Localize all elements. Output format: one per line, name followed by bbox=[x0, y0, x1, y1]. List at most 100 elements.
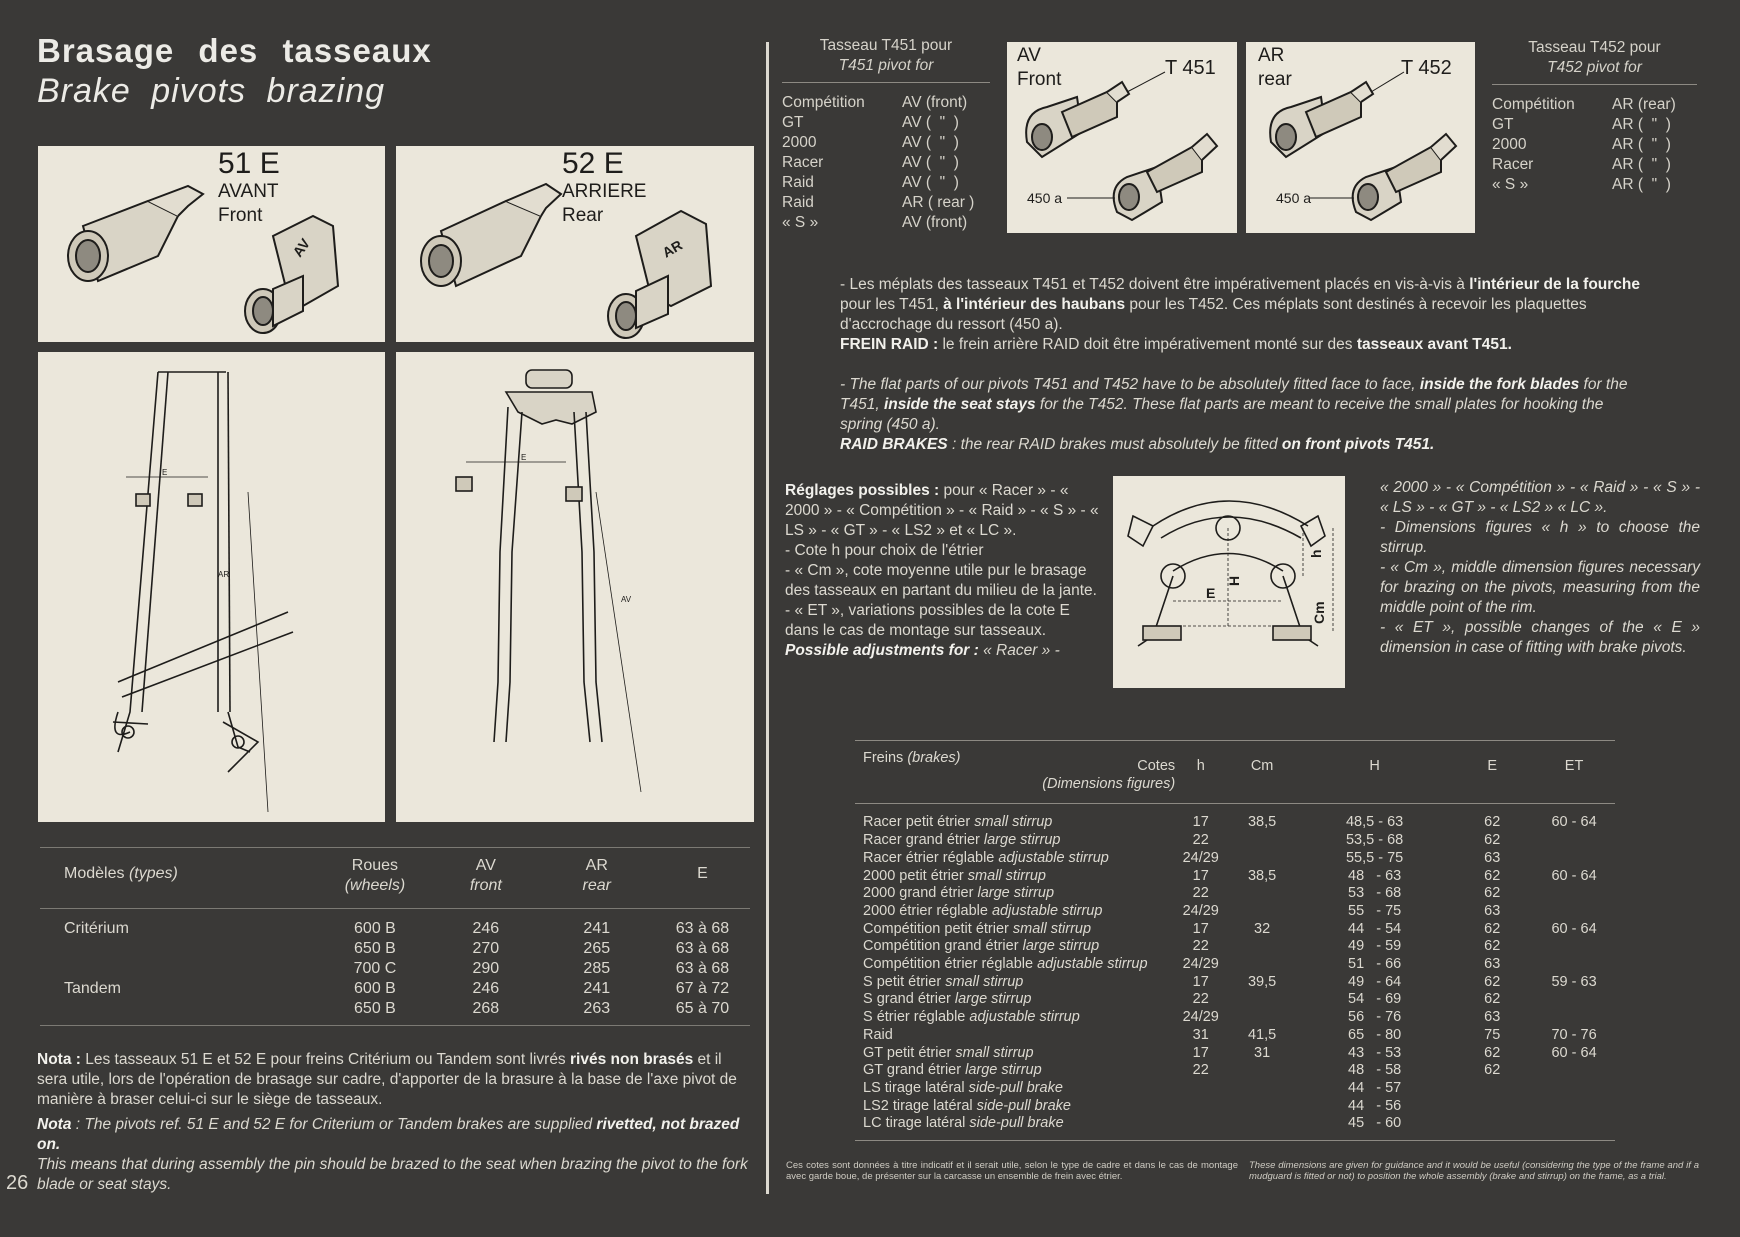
list-item: 2000 AR ( " ) bbox=[1492, 135, 1697, 155]
brake-name: GT petit étrier bbox=[863, 1044, 952, 1061]
brake-name-cell: Compétition étrier réglable adjustable s… bbox=[855, 956, 1175, 974]
adjustments-english: « 2000 » - « Compétition » - « Raid » - … bbox=[1380, 478, 1700, 658]
rear-stays-drawing: E AR bbox=[112, 371, 294, 813]
brakes-header-row: Freins (brakes) Cotes (Dimensions figure… bbox=[855, 750, 1615, 793]
e-value: 62 bbox=[1484, 1062, 1501, 1079]
et-value bbox=[1533, 1080, 1615, 1098]
brake-name-cell: Racer grand étrier large stirrup bbox=[855, 832, 1175, 850]
brake-name-en: adjustable stirrup bbox=[998, 849, 1109, 866]
e-value: 63 à 68 bbox=[675, 920, 730, 937]
diagram-label-e: E bbox=[1206, 585, 1215, 601]
models-header-row: Modèles (types) Roues (wheels) AV front … bbox=[40, 856, 750, 896]
brake-name: 2000 étrier réglable bbox=[863, 902, 988, 919]
e-value: 62 bbox=[1484, 814, 1501, 831]
e-value: 62 bbox=[1484, 885, 1501, 902]
t452-box-en: rear bbox=[1258, 69, 1292, 90]
big-h-value: 65 - 80 bbox=[1348, 1026, 1402, 1043]
page-title: Brasage des tasseaux bbox=[37, 32, 432, 69]
ar-value: 263 bbox=[583, 1000, 611, 1017]
header-model: Modèles bbox=[64, 865, 125, 882]
flat-en-2: for the T451, bbox=[840, 376, 1628, 413]
h-value: 22 bbox=[1192, 938, 1209, 955]
brake-name-cell: 2000 petit étrier small stirrup bbox=[855, 868, 1175, 886]
et-value bbox=[1533, 991, 1615, 1009]
model-name bbox=[40, 999, 317, 1019]
header-dims: (Dimensions figures) bbox=[1042, 775, 1176, 792]
t452-title-en: T452 pivot for bbox=[1492, 58, 1697, 85]
e-value: 75 bbox=[1484, 1026, 1501, 1043]
wheel-size: 650 B bbox=[354, 940, 396, 957]
adjust-en-3: - « Cm », middle dimension figures neces… bbox=[1380, 559, 1700, 616]
brake-model: « S » bbox=[1492, 176, 1529, 193]
pivot-position: AV ( " ) bbox=[902, 114, 959, 131]
t452-drawing: T 452 450 a bbox=[1269, 57, 1458, 222]
h-value: 17 bbox=[1192, 814, 1209, 831]
h-value: 17 bbox=[1192, 867, 1209, 884]
pivot-position: AR ( " ) bbox=[1612, 156, 1671, 173]
header-e: E bbox=[1487, 758, 1498, 774]
et-value: 59 - 63 bbox=[1551, 973, 1597, 990]
brake-name-en: large stirrup bbox=[954, 991, 1032, 1008]
e-value: 62 bbox=[1484, 867, 1501, 884]
pivot-position: AR ( " ) bbox=[1612, 176, 1671, 193]
big-h-value: 51 - 66 bbox=[1348, 956, 1402, 973]
ar-value: 241 bbox=[583, 980, 611, 997]
e-value: 63 bbox=[1484, 956, 1501, 973]
nota-en-text-1: : The pivots ref. 51 E and 52 E for Crit… bbox=[71, 1116, 597, 1133]
cm-value bbox=[1226, 1115, 1298, 1133]
h-value: 24/29 bbox=[1182, 902, 1219, 919]
brake-model: GT bbox=[782, 114, 804, 131]
av-value: 246 bbox=[472, 920, 500, 937]
t451-usage-list: Tasseau T451 pour T451 pivot for Compéti… bbox=[782, 36, 990, 233]
e-value: 62 bbox=[1484, 1044, 1501, 1061]
av-value: 270 bbox=[472, 940, 500, 957]
brake-name: S grand étrier bbox=[863, 991, 951, 1008]
diagram-label-h: h bbox=[1308, 549, 1324, 558]
e-value: 63 bbox=[1484, 902, 1501, 919]
t452-title-fr: Tasseau T452 pour bbox=[1528, 39, 1661, 56]
brake-model: Compétition bbox=[1492, 96, 1575, 113]
brake-name-en: large stirrup bbox=[977, 885, 1055, 902]
adjust-fr-b1: Réglages possibles : bbox=[785, 482, 940, 499]
big-h-value: 44 - 56 bbox=[1348, 1097, 1402, 1114]
list-item: GT AV ( " ) bbox=[782, 113, 990, 133]
h-value: 17 bbox=[1192, 973, 1209, 990]
e-value: 67 à 72 bbox=[675, 980, 730, 997]
brake-name: S petit étrier bbox=[863, 973, 942, 990]
brake-name-en: small stirrup bbox=[955, 1044, 1034, 1061]
big-h-value: 45 - 60 bbox=[1348, 1115, 1402, 1132]
brake-name-en: small stirrup bbox=[967, 867, 1046, 884]
t452-spring: 450 a bbox=[1276, 190, 1311, 206]
flat-fr-2: pour les T451, bbox=[840, 296, 944, 313]
e-value: 63 à 68 bbox=[675, 940, 730, 957]
brake-name-cell: Racer étrier réglable adjustable stirrup bbox=[855, 850, 1175, 868]
brake-name: Compétition étrier réglable bbox=[863, 956, 1034, 973]
pivot-position: AR ( " ) bbox=[1612, 136, 1671, 153]
adjust-en-4: - « ET », possible changes of the « E » … bbox=[1380, 619, 1700, 656]
brake-name-en: large stirrup bbox=[1022, 938, 1100, 955]
t451-drawing: T 451 450 a bbox=[1025, 57, 1219, 222]
e-value: 63 bbox=[1484, 1009, 1501, 1026]
flat-en-b3: RAID BRAKES bbox=[840, 436, 948, 453]
pivot-52e-label: 52 E ARRIERE Rear bbox=[562, 148, 646, 228]
brake-model: 2000 bbox=[1492, 136, 1527, 153]
pivot-position: AV (front) bbox=[902, 94, 968, 111]
flat-en-b1: inside the fork blades bbox=[1419, 376, 1580, 393]
big-h-value: 48 - 58 bbox=[1348, 1062, 1402, 1079]
brake-name-en: small stirrup bbox=[1012, 920, 1092, 937]
flat-parts-french: - Les méplats des tasseaux T451 et T452 … bbox=[840, 275, 1640, 355]
adjust-en-2: - Dimensions figures « h » to choose the… bbox=[1380, 519, 1700, 556]
page-number: 26 bbox=[6, 1172, 29, 1194]
brake-caliper-drawing: E H h Cm bbox=[1127, 500, 1334, 647]
header-av-en: front bbox=[469, 877, 502, 894]
brake-name: LC tirage latéral bbox=[863, 1115, 966, 1132]
h-value: 24/29 bbox=[1182, 956, 1219, 973]
diagram-label-big-h: H bbox=[1226, 576, 1242, 586]
